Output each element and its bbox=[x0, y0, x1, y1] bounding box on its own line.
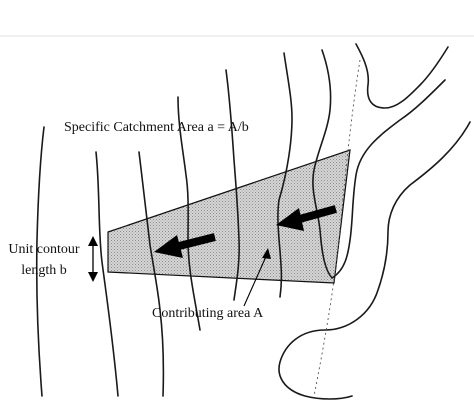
contour-line-4 bbox=[177, 96, 201, 331]
contour-line-1 bbox=[35, 126, 45, 397]
unit-contour-arrow bbox=[88, 236, 98, 282]
contour-line-3 bbox=[138, 151, 165, 397]
contributing-area-leader-head bbox=[262, 248, 271, 259]
contributing-area-leader bbox=[243, 251, 269, 307]
flow-arrow-right bbox=[276, 205, 337, 231]
stream-line bbox=[313, 59, 361, 397]
contour-line-7-right bbox=[331, 79, 446, 279]
contour-line-9 bbox=[278, 121, 471, 400]
contour-line-5 bbox=[225, 69, 240, 301]
contour-line-8-top bbox=[355, 43, 449, 109]
contour-line-2 bbox=[95, 151, 119, 397]
unit-contour-label-line2: length b bbox=[21, 263, 67, 278]
flow-arrow-left bbox=[154, 233, 216, 258]
contour-line-6 bbox=[277, 52, 293, 298]
contributing-area-label: Contributing area A bbox=[152, 306, 264, 321]
contour-line-7-left bbox=[312, 49, 333, 279]
specific-catchment-area-label: Specific Catchment Area a = A/b bbox=[64, 120, 249, 135]
unit-contour-label-line1: Unit contour bbox=[8, 242, 80, 257]
